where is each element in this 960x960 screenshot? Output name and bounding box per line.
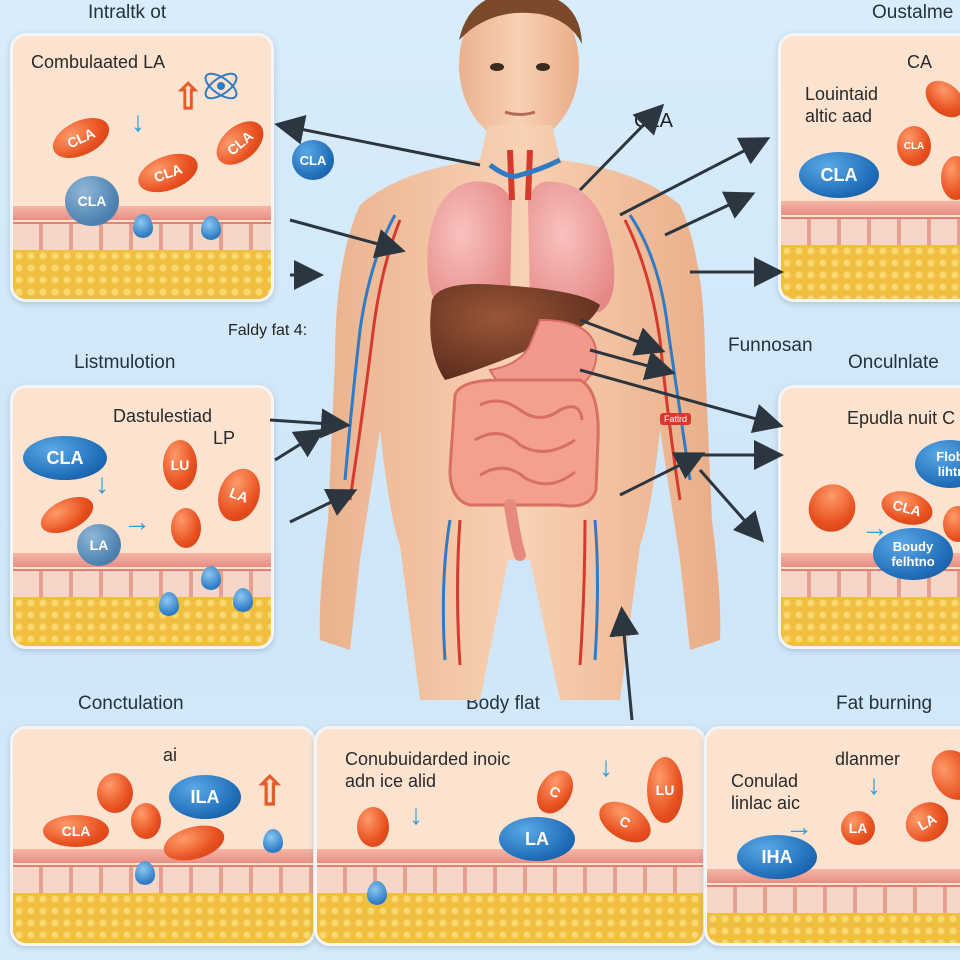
- panel7-pill-a: LA: [841, 811, 875, 845]
- panel1-pill-1: CLA: [46, 109, 116, 167]
- panel2-line1: Louintaid: [805, 84, 879, 104]
- panel-conctulation: ai ILA CLA ⇧: [10, 726, 316, 946]
- panel3-pill-d: [171, 508, 201, 548]
- panel4-blue-top: Flob lihtr: [915, 440, 960, 488]
- heading-bot-left: Conctulation: [78, 693, 184, 714]
- heading-mid-left: Listmulotion: [74, 352, 176, 373]
- panel3-pill-b: LA: [210, 462, 268, 528]
- panel5-pill-b: [97, 773, 133, 813]
- panel1-down-arrow: ↓: [131, 106, 145, 137]
- head: [459, 0, 579, 143]
- panel3-drop-2: [159, 592, 179, 616]
- panel5-pill-a: CLA: [43, 815, 109, 847]
- panel-dastulestiad: Dastulestiad LP CLA LA LU LA ↓ →: [10, 385, 274, 649]
- panel3-sub: LP: [213, 428, 236, 448]
- body-label-faldy-fat: Faldy fat 4:: [228, 322, 308, 339]
- panel-conulad: dlanmer Conulad linlac aic IHA LA LA ↓ →: [704, 726, 960, 946]
- panel6-arrow-down-2: ↓: [599, 751, 613, 782]
- panel1-drop-2: [201, 216, 221, 240]
- right-lung: [528, 181, 615, 314]
- body-label-small-tag: Fatlrd: [660, 413, 692, 425]
- panel2-pill-top: [918, 73, 960, 125]
- panel7-line1: Conulad: [731, 771, 799, 791]
- panel-conubuidarded: Conubuidarded inoic adn ice alid LA C LU…: [314, 726, 706, 946]
- body-floating-cla-pill: CLA: [292, 140, 334, 180]
- panel3-drop-1: [201, 566, 221, 590]
- panel7-line2: linlac aic: [731, 793, 801, 813]
- panel4-pill-b: [799, 475, 865, 541]
- heading-top-right: Oustalme: [872, 2, 954, 23]
- panel2-line2: altic aad: [805, 106, 873, 126]
- panel7-blue-pill: IHA: [737, 835, 817, 879]
- panel4-blue-top-line2: lihtr: [937, 464, 960, 479]
- panel4-blue-top-line1: Flob: [936, 449, 960, 464]
- panel2-ca: CA: [907, 52, 933, 72]
- panel5-pill-c: [131, 803, 161, 839]
- panel1-pill-3: CLA: [208, 112, 271, 174]
- body-label-cla: CLA: [634, 110, 673, 132]
- panel3-pill-a: LU: [163, 440, 197, 490]
- panel3-arrow-right: →: [123, 506, 151, 537]
- panel4-blue-mid-line1: Boudy: [892, 539, 934, 554]
- panel7-arrow-right: →: [785, 811, 813, 842]
- left-eye: [490, 63, 504, 71]
- heading-bot-mid: Body flat: [466, 693, 540, 714]
- panel6-line1: Conubuidarded inoic: [345, 749, 511, 769]
- panel2-pill-right: [941, 156, 960, 200]
- panel4-title: Epudla nuit C: [847, 408, 956, 428]
- panel6-arrow-down: ↓: [409, 799, 423, 830]
- panel4-blue-mid: Boudy felhtno: [873, 528, 953, 580]
- heading-top-left: Intraltk ot: [88, 2, 167, 23]
- heading-funnel: Funnosan: [728, 335, 813, 356]
- panel5-blue-pill: ILA: [169, 775, 241, 819]
- liver: [430, 284, 600, 380]
- right-eye: [536, 63, 550, 71]
- intestines: [448, 378, 600, 561]
- mouth: [504, 110, 536, 116]
- left-lung: [427, 181, 512, 312]
- panel3-blue-pill: CLA: [23, 436, 107, 480]
- panel7-pill-c: [922, 741, 960, 809]
- panel5-drop-1: [263, 829, 283, 853]
- panel1-blue-pill: CLA: [65, 176, 119, 226]
- heading-bot-right: Fat burning: [836, 693, 933, 714]
- heading-mid-right: Onculnlate: [848, 352, 939, 373]
- panel-louintaid: CA Louintaid altic aad CLA CLA: [778, 33, 960, 302]
- panel-epudla: Epudla nuit C Flob lihtr Boudy felhtno C…: [778, 385, 960, 649]
- panel4-pill-c: [943, 506, 960, 542]
- panel5-tag: ai: [163, 745, 178, 765]
- panel7-pill-b: LA: [898, 794, 956, 850]
- vena-cava: [488, 157, 562, 179]
- panel7-arrow-down: ↓: [867, 769, 881, 800]
- panel3-drop-3: [233, 588, 253, 612]
- panel5-up-arrow: ⇧: [253, 770, 287, 814]
- panel6-blue-pill: LA: [499, 817, 575, 861]
- panel3-blue-small: LA: [77, 524, 121, 566]
- panel1-pill-2: CLA: [133, 146, 203, 200]
- panel4-arrow-right: →: [861, 512, 889, 543]
- panel6-pill-b: LU: [647, 757, 683, 823]
- panel5-drop-2: [135, 861, 155, 885]
- panel2-blue-pill: CLA: [799, 152, 879, 198]
- panel1-up-arrow: ⇧: [173, 76, 204, 117]
- panel6-drop-1: [367, 881, 387, 905]
- hair: [459, 0, 582, 44]
- panel6-pill-c: C: [529, 764, 581, 820]
- panel7-top: dlanmer: [835, 749, 901, 769]
- panel1-molecule-icon: [204, 72, 238, 100]
- panel1-title: Combulaated LA: [31, 52, 166, 72]
- panel3-title: Dastulestiad: [113, 406, 213, 426]
- panel-combulaated-la: Combulaated LA CLA CLA CLA CLA ↓ ⇧: [10, 33, 274, 302]
- panel3-arrow-down: ↓: [95, 468, 109, 499]
- panel6-pill-d: [357, 807, 389, 847]
- panel2-pill-small: CLA: [897, 126, 931, 166]
- panel6-line2: adn ice alid: [345, 771, 437, 791]
- panel1-drop-1: [133, 214, 153, 238]
- panel4-blue-mid-line2: felhtno: [891, 554, 935, 569]
